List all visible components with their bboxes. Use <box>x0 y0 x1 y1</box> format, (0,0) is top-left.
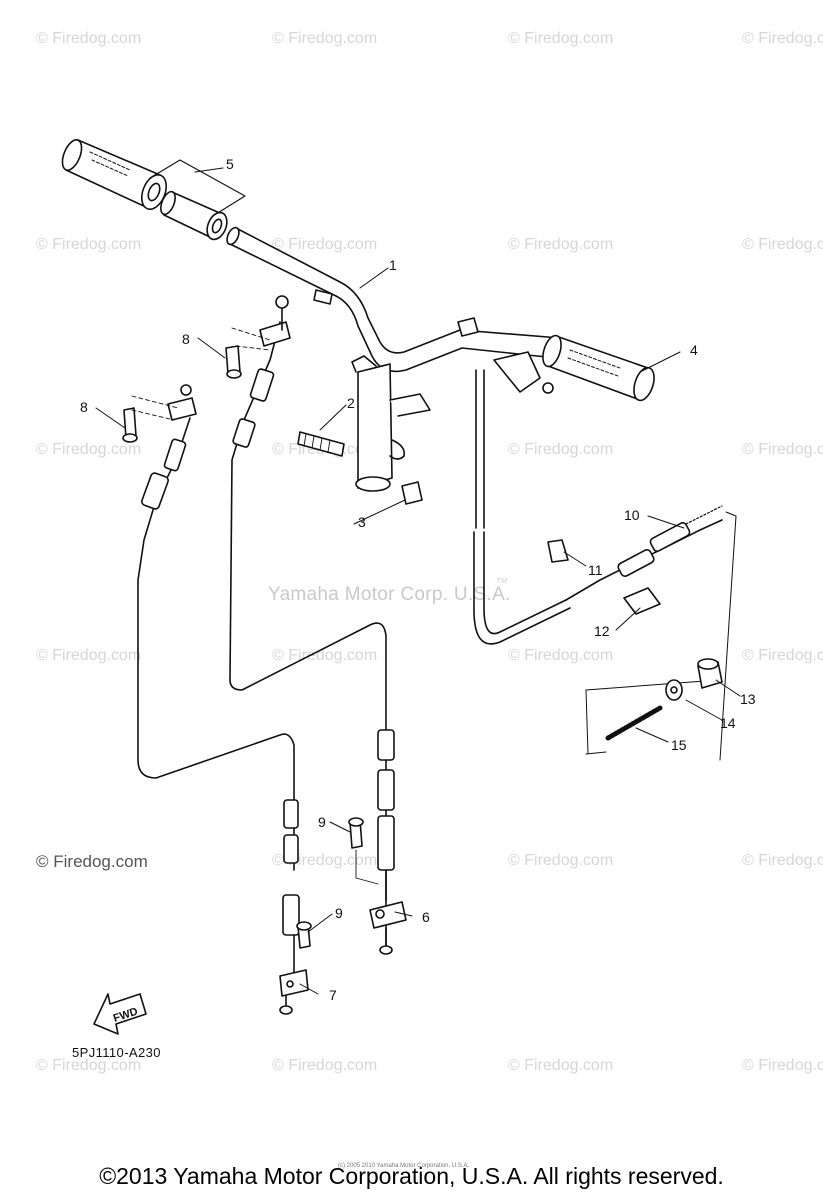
watermark: © Firedog.com <box>272 647 378 664</box>
watermark: © Firedog.com <box>508 647 614 664</box>
watermark: © Firedog.com <box>742 852 823 869</box>
watermark: © Firedog.com <box>742 30 823 47</box>
callout-8-lower: 8 <box>80 399 88 415</box>
watermark: © Firedog.com <box>742 647 823 664</box>
watermark: © Firedog.com <box>508 30 614 47</box>
handlebar <box>226 226 561 373</box>
watermark: © Firedog.com <box>272 30 378 47</box>
fine-print: (c) 2005 2010 Yamaha Motor Corporation, … <box>338 1163 470 1169</box>
cap-13 <box>697 658 723 689</box>
callout-14: 14 <box>720 715 736 731</box>
callout-11: 11 <box>588 562 603 578</box>
watermark: © Firedog.com <box>272 236 378 253</box>
watermark: © Firedog.com <box>36 647 142 664</box>
watermark: © Firedog.com <box>508 236 614 253</box>
callout-15: 15 <box>671 737 687 753</box>
callout-5: 5 <box>226 156 234 172</box>
callout-10: 10 <box>624 507 640 523</box>
callout-13: 13 <box>740 691 756 707</box>
callout-7: 7 <box>329 987 337 1003</box>
watermark: © Firedog.com <box>272 1057 378 1074</box>
yamaha-center-watermark: Yamaha Motor Corp. U.S.A.TM <box>268 578 511 605</box>
spring-15 <box>605 705 663 741</box>
watermark: © Firedog.com <box>36 236 142 253</box>
watermark: © Firedog.com <box>508 1057 614 1074</box>
callout-9-upper: 9 <box>318 814 326 830</box>
watermark: © Firedog.com <box>508 852 614 869</box>
washer-14 <box>665 679 683 701</box>
brake-cable-right <box>473 369 723 645</box>
diagram-code: 5PJ1110-A230 <box>72 1045 161 1060</box>
watermark: © Firedog.com <box>508 441 614 458</box>
right-grip <box>457 317 655 402</box>
callout-8-upper: 8 <box>182 331 190 347</box>
watermark: © Firedog.com <box>742 236 823 253</box>
bolt-8-lower <box>122 407 138 443</box>
watermark: © Firedog.com <box>36 852 148 871</box>
bracket-7 <box>279 969 309 1015</box>
callout-4: 4 <box>690 342 698 358</box>
bracket-6 <box>369 901 407 955</box>
watermark: © Firedog.com <box>36 441 142 458</box>
callout-2: 2 <box>347 395 355 411</box>
bolt-8-upper <box>225 345 242 379</box>
steering-column <box>297 355 431 505</box>
watermark: © Firedog.com <box>36 30 142 47</box>
callout-1: 1 <box>389 257 397 273</box>
fwd-arrow-icon <box>93 993 147 1035</box>
copyright-footer: ©2013 Yamaha Motor Corporation, U.S.A. A… <box>99 1163 724 1189</box>
callout-3: 3 <box>358 514 366 530</box>
callout-9-lower: 9 <box>335 905 343 921</box>
watermark: © Firedog.com <box>742 1057 823 1074</box>
left-grip <box>61 139 168 210</box>
leader-lines <box>95 167 741 995</box>
watermark: © Firedog.com <box>742 441 823 458</box>
callout-6: 6 <box>422 909 430 925</box>
callout-12: 12 <box>594 623 610 639</box>
bolt-9-upper <box>348 817 364 849</box>
watermark: © Firedog.com <box>36 1057 142 1074</box>
grip-sleeve <box>160 190 228 241</box>
bolt-9-lower <box>296 921 312 949</box>
cable-assembly-left <box>137 321 395 986</box>
